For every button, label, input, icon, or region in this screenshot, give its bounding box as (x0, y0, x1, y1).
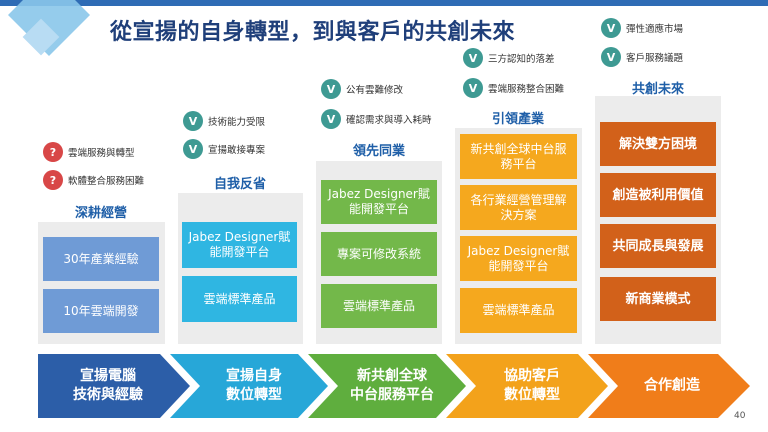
column-3-note-1: V 公有雲難修改 (321, 79, 403, 99)
process-arrow-1-label: 宣揚電腦 技術與經驗 (73, 367, 143, 405)
column-1-box-2: 10年雲端開發 (43, 289, 159, 333)
column-3-note-2: V 確認需求與導入耗時 (321, 109, 432, 129)
top-accent-bar (0, 0, 768, 6)
arrow-label-line-1: 宣揚電腦 (80, 368, 136, 384)
question-icon: ? (43, 170, 63, 190)
process-arrow-4-label: 協助客戶 數位轉型 (504, 367, 560, 405)
column-4-note-2: V 雲端服務整合困難 (463, 78, 564, 98)
note-text: 雲端服務與轉型 (68, 148, 135, 159)
arrow-label-line-2: 數位轉型 (226, 387, 282, 403)
arrow-label-line-2: 數位轉型 (504, 387, 560, 403)
process-arrow-3 (308, 354, 466, 418)
check-v-icon: V (463, 48, 483, 68)
arrow-label-line-1: 新共創全球 (357, 368, 427, 384)
process-arrow-5-label: 合作創造 (644, 377, 700, 396)
check-v-icon: V (321, 79, 341, 99)
note-text: 客戶服務議題 (626, 53, 684, 64)
process-arrow-2-label: 宣揚自身 數位轉型 (226, 367, 282, 405)
process-arrow-3-label: 新共創全球 中台服務平台 (350, 367, 434, 405)
column-4-heading: 引領產業 (491, 112, 545, 127)
arrow-label-line-2: 技術與經驗 (73, 387, 143, 403)
process-arrow-5 (588, 354, 750, 418)
column-5-box-2: 創造被利用價值 (600, 173, 716, 217)
page-number: 40 (734, 411, 746, 421)
process-arrow-1 (38, 354, 190, 418)
note-text: 彈性適應市場 (626, 24, 684, 35)
check-v-icon: V (601, 18, 621, 38)
column-3-box-2: 專案可修改系統 (321, 232, 437, 276)
column-1-heading: 深耕經營 (74, 206, 128, 221)
check-v-icon: V (463, 78, 483, 98)
column-5-note-1: V 彈性適應市場 (601, 18, 683, 38)
column-5-box-3: 共同成長與發展 (600, 224, 716, 268)
column-2-note-1: V 技術能力受限 (183, 111, 265, 131)
check-v-icon: V (601, 47, 621, 67)
column-5-box-1: 解決雙方困境 (600, 122, 716, 166)
note-text: 公有雲難修改 (346, 85, 404, 96)
note-text: 軟體整合服務困難 (68, 176, 145, 187)
column-2-box-1: Jabez Designer賦能開發平台 (182, 222, 297, 268)
column-2-box-2: 雲端標準產品 (182, 276, 297, 322)
column-5-box-4: 新商業模式 (600, 277, 716, 321)
column-1-box-1: 30年產業經驗 (43, 237, 159, 281)
note-text: 雲端服務整合困難 (488, 84, 565, 95)
check-v-icon: V (321, 109, 341, 129)
check-v-icon: V (183, 139, 203, 159)
process-arrow-2 (170, 354, 328, 418)
column-3-heading: 領先同業 (352, 144, 406, 159)
column-4-box-4: 雲端標準產品 (460, 288, 577, 333)
note-text: 技術能力受限 (208, 117, 266, 128)
column-2-heading: 自我反省 (213, 177, 267, 192)
check-v-icon: V (183, 111, 203, 131)
column-1-note-1: ? 雲端服務與轉型 (43, 142, 135, 162)
arrow-label-line-2: 中台服務平台 (350, 387, 434, 403)
column-4-box-2: 各行業經營管理解決方案 (460, 185, 577, 230)
arrow-label-line-1: 協助客戶 (504, 368, 560, 384)
column-4-note-1: V 三方認知的落差 (463, 48, 555, 68)
slide-title: 從宣揚的自身轉型，到與客戶的共創未來 (110, 20, 516, 45)
note-text: 宣揚敢接專案 (208, 145, 266, 156)
arrow-label-line-1: 合作創造 (644, 377, 700, 394)
note-text: 確認需求與導入耗時 (346, 115, 432, 126)
column-2-note-2: V 宣揚敢接專案 (183, 139, 265, 159)
question-icon: ? (43, 142, 63, 162)
process-arrow-band (38, 354, 750, 418)
column-4-box-3: Jabez Designer賦能開發平台 (460, 236, 577, 281)
column-3-box-1: Jabez Designer賦能開發平台 (321, 180, 437, 224)
column-5-note-2: V 客戶服務議題 (601, 47, 683, 67)
column-1-note-2: ? 軟體整合服務困難 (43, 170, 144, 190)
column-3-box-3: 雲端標準產品 (321, 284, 437, 328)
arrow-label-line-1: 宣揚自身 (226, 368, 282, 384)
column-4-box-1: 新共創全球中台服務平台 (460, 134, 577, 179)
note-text: 三方認知的落差 (488, 54, 555, 65)
column-5-heading: 共創未來 (631, 82, 685, 97)
process-arrow-4 (446, 354, 608, 418)
